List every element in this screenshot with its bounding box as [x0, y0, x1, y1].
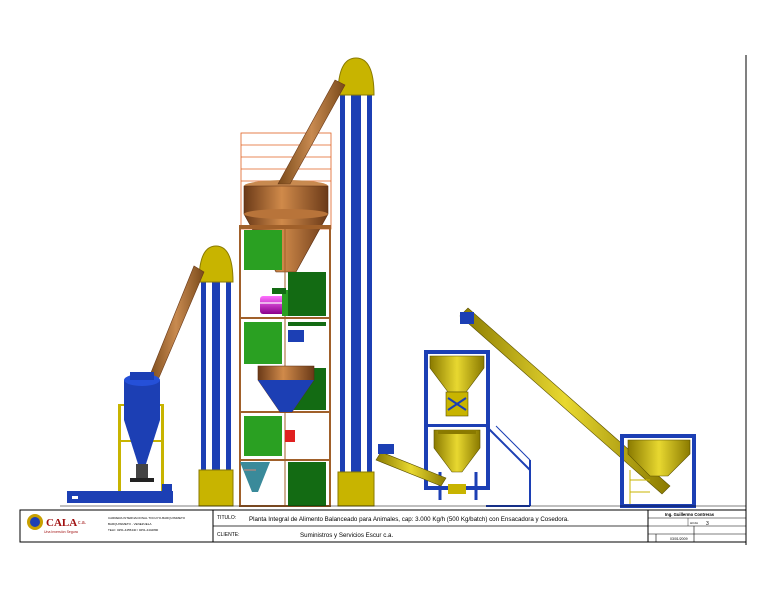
mixer: [260, 288, 288, 316]
bagging-hopper: [429, 355, 485, 417]
bottom-conveyor: [67, 484, 173, 503]
weigh-hopper: [433, 429, 481, 473]
right-hopper: [620, 434, 696, 508]
tall-elevator-duct: [277, 79, 346, 185]
small-elevator-duct: [147, 265, 205, 381]
cliente-label: CLIENTE:: [217, 532, 240, 538]
small-elevator: [198, 245, 234, 507]
sheet-value: 3: [706, 521, 709, 527]
sheet-label: HOJA: [690, 521, 698, 525]
red-valve: [285, 430, 295, 442]
titulo-value: Planta Integral de Alimento Balanceado p…: [249, 516, 569, 523]
drawing-date: 03/01/2009: [670, 537, 688, 541]
left-hopper: [118, 372, 164, 494]
long-screw-conveyor: [459, 307, 671, 495]
cliente-value: Suministros y Servicios Escur c.a.: [300, 532, 393, 539]
short-screw-conveyor: [375, 444, 447, 487]
small-motor: [288, 330, 304, 342]
mid-cone-hopper: [257, 365, 315, 413]
title-block: [19, 509, 747, 543]
company-address-2: BARQUISIMETO - VENEZUELA: [108, 522, 151, 526]
logo-suffix: c.a.: [78, 520, 86, 526]
logo-tagline: Una Inversión Segura: [44, 530, 78, 534]
engineer-name: Ing. Guillermo Contreras: [665, 512, 715, 517]
company-logo: CALA c.a. Una Inversión Segura: [27, 514, 86, 534]
company-address-1: CARRERA INTERNACIONAL TOCUYO-BARQUISIMET…: [108, 516, 186, 520]
company-address-3: TELF: 0251-4455440 / 0251-4442890: [108, 528, 159, 532]
bottom-small-cone: [240, 462, 270, 492]
titulo-label: TITULO:: [217, 515, 236, 521]
tall-elevator: [337, 57, 375, 507]
logo-text: CALA: [46, 517, 77, 529]
bagging-stair: [485, 425, 531, 507]
